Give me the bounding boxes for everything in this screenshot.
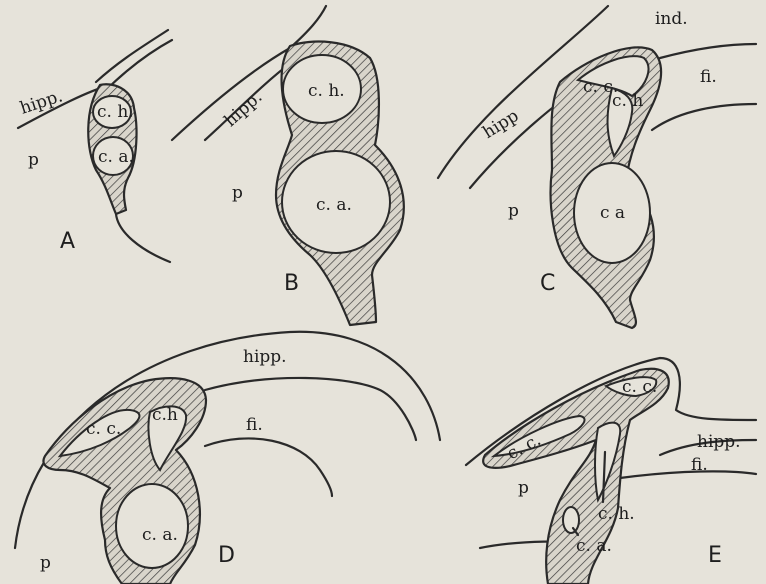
panel-c-fi-upper <box>660 44 756 58</box>
panel-b-hipp-label: hipp. <box>221 87 267 131</box>
panel-c-p-label: p <box>508 201 519 221</box>
panel-e-fi-lower <box>620 471 756 478</box>
panel-d-fi-label: fi. <box>246 415 263 435</box>
panel-a-outer-curve <box>96 30 168 82</box>
panel-a-lower-curve <box>116 214 170 262</box>
panel-d-hipp-label: hipp. <box>243 347 287 367</box>
panel-d-ca-label: c. a. <box>142 525 178 545</box>
panel-e-hipp-label: hipp. <box>697 432 741 452</box>
panel-c-ch-label: c. h <box>612 91 643 111</box>
panel-e-cc-upper-label: c. c. <box>622 377 657 397</box>
panel-c-hipp-label: hipp <box>479 106 522 143</box>
panel-e-fi-label: fi. <box>691 455 708 475</box>
panel-a-ca-label: c. a. <box>98 147 134 167</box>
panel-a: hipp. p c. h. c. a. A <box>18 30 172 262</box>
panel-b-ch-label: c. h. <box>308 81 345 101</box>
panel-b: hipp. p c. h. c. a. B <box>172 6 404 325</box>
panel-e: c. c. c. c. hipp. fi. p c. h. c. a. E <box>466 358 756 584</box>
panel-e-letter: E <box>708 543 722 568</box>
panel-e-cavity-a <box>563 507 579 533</box>
panel-a-ch-label: c. h. <box>97 102 134 122</box>
panel-d-fi-arc <box>205 438 332 496</box>
panel-d-ch-label: c.h <box>152 405 178 425</box>
panel-e-ca-label: c. a. <box>576 536 612 556</box>
panel-b-letter: B <box>284 271 299 296</box>
panel-d-cc-label: c. c. <box>86 419 121 439</box>
panel-b-ca-label: c. a. <box>316 195 352 215</box>
panel-c-fi-lower <box>652 104 756 130</box>
panel-c-letter: C <box>540 271 555 296</box>
panel-c-ca-label: c a <box>600 203 625 223</box>
panel-a-hipp-label: hipp. <box>18 86 66 118</box>
panel-c: ind. fi. hipp p c. c. c. h c a C <box>438 6 756 328</box>
panel-a-letter: A <box>60 229 75 254</box>
panel-e-ch-label: c. h. <box>598 504 635 524</box>
panel-d-hipp-arc <box>205 378 416 440</box>
panel-d-letter: D <box>218 543 235 568</box>
panel-d-p-label: p <box>40 553 51 573</box>
panel-c-fi-label: fi. <box>700 67 717 87</box>
panel-a-p-label: p <box>28 150 39 170</box>
panel-b-p-label: p <box>232 183 243 203</box>
panel-e-p-label: p <box>518 478 529 498</box>
panel-d: hipp. fi. c. c. c.h c. a. p D <box>15 332 440 584</box>
panel-c-ind-label: ind. <box>655 9 688 29</box>
